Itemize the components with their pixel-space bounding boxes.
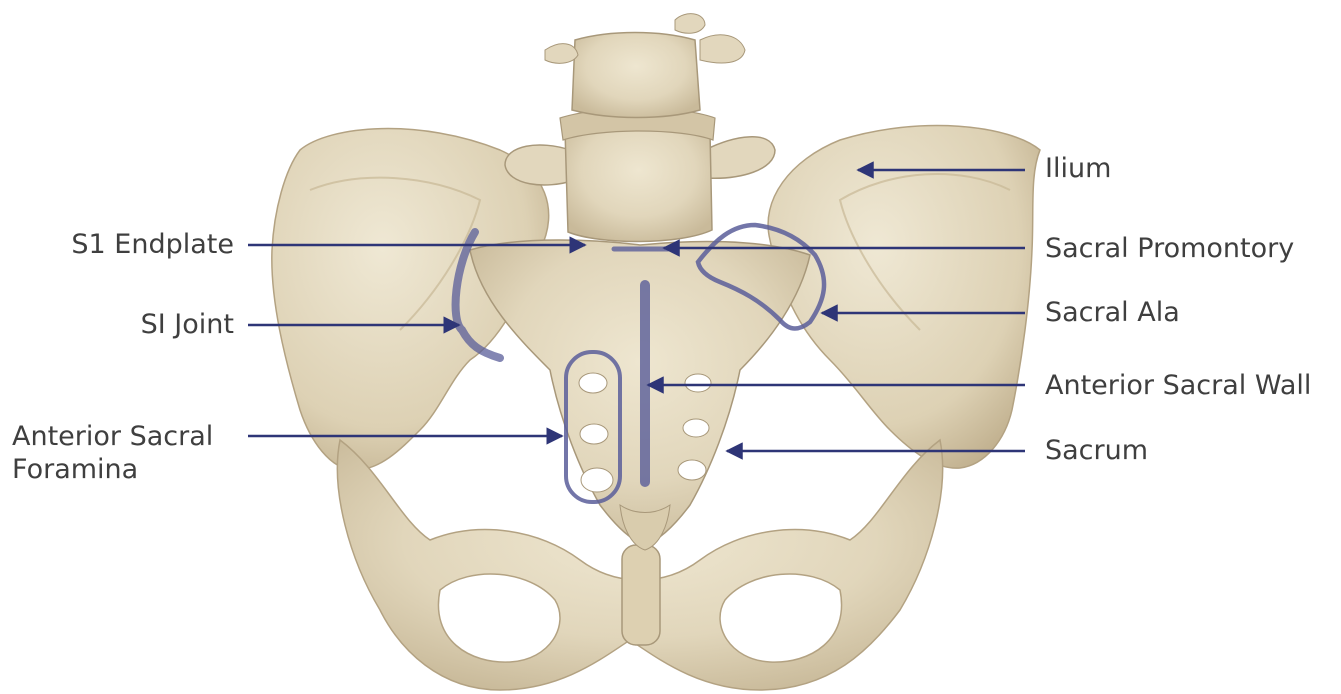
label-anterior-sacral-foramina-line1: Anterior Sacral xyxy=(12,420,242,453)
label-sacral-ala: Sacral Ala xyxy=(1045,296,1180,329)
label-sacrum: Sacrum xyxy=(1045,434,1148,467)
bone-illustration xyxy=(272,14,1040,690)
label-anterior-sacral-wall: Anterior Sacral Wall xyxy=(1045,369,1311,402)
label-ilium: Ilium xyxy=(1045,152,1111,185)
label-si-joint: SI Joint xyxy=(108,308,234,341)
label-anterior-sacral-foramina: Anterior Sacral Foramina xyxy=(12,420,242,486)
label-anterior-sacral-foramina-line2: Foramina xyxy=(12,453,242,486)
l5-vertebra xyxy=(565,123,712,242)
label-sacral-promontory: Sacral Promontory xyxy=(1045,232,1294,265)
label-s1-endplate: S1 Endplate xyxy=(54,228,234,261)
